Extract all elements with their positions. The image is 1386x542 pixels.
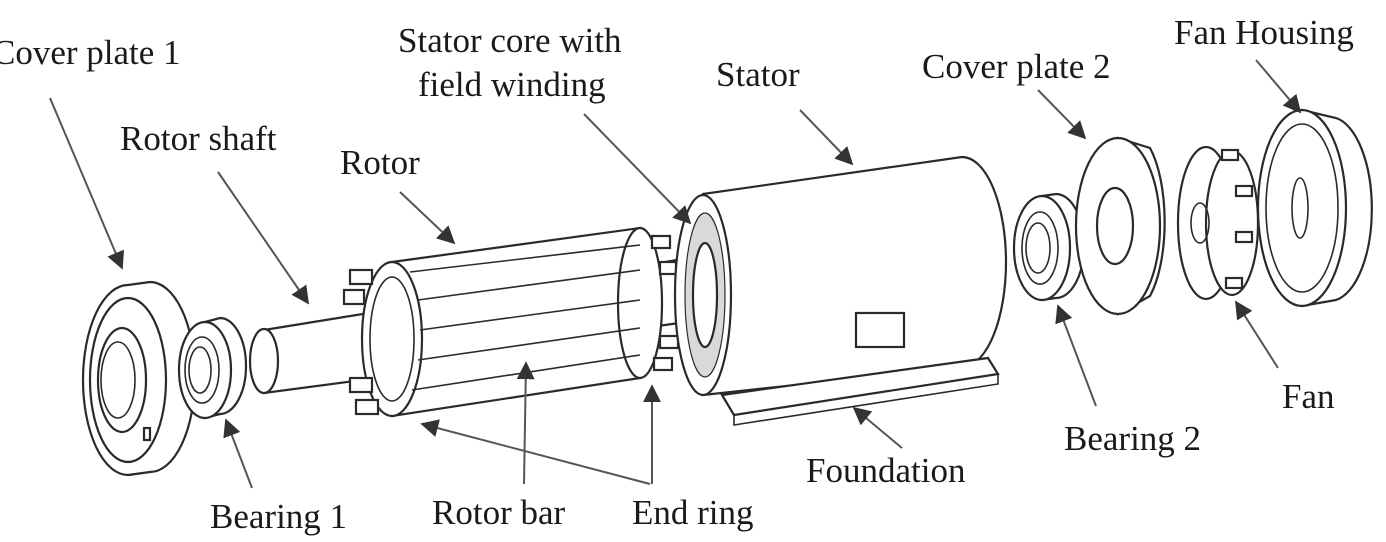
- label-stator-core-line2: field winding: [418, 65, 606, 104]
- leader-foundation: [852, 406, 903, 449]
- leader-rotor: [399, 191, 456, 245]
- label-cover-plate-1: Cover plate 1: [0, 33, 181, 72]
- label-cover-plate-2: Cover plate 2: [922, 47, 1111, 86]
- leader-bearing-2: [1055, 304, 1097, 407]
- leader-stator-core: [583, 113, 692, 225]
- leader-cover-plate-2: [1037, 89, 1087, 140]
- rotor-part: [342, 226, 680, 418]
- leader-end-ring-1: [420, 419, 651, 485]
- label-rotor-bar: Rotor bar: [432, 493, 566, 532]
- label-bearing-2: Bearing 2: [1064, 419, 1201, 458]
- label-foundation: Foundation: [806, 451, 965, 490]
- leader-lines: [49, 59, 1302, 489]
- labels: Cover plate 1 Rotor shaft Rotor Stator c…: [0, 13, 1354, 536]
- label-rotor-shaft: Rotor shaft: [120, 119, 277, 158]
- leader-bearing-1: [223, 418, 253, 489]
- leader-fan-housing: [1255, 59, 1302, 114]
- cover-plate-1-part: [81, 280, 197, 477]
- leader-rotor-bar: [516, 361, 535, 485]
- leader-fan: [1235, 300, 1279, 369]
- label-stator-core-line1: Stator core with: [398, 21, 622, 60]
- stator-part: [673, 155, 1008, 426]
- bearing-1-part: [177, 316, 248, 420]
- label-stator: Stator: [716, 55, 800, 94]
- leader-stator: [799, 109, 854, 166]
- leader-cover-plate-1: [49, 97, 124, 270]
- label-fan-housing: Fan Housing: [1174, 13, 1354, 52]
- label-end-ring: End ring: [632, 493, 754, 532]
- bearing-2-part: [1012, 192, 1086, 302]
- label-fan: Fan: [1282, 377, 1335, 416]
- label-rotor: Rotor: [340, 143, 420, 182]
- leader-rotor-shaft: [217, 171, 310, 305]
- cover-plate-2-part: [1074, 136, 1166, 316]
- label-bearing-1: Bearing 1: [210, 497, 347, 536]
- fan-part: [1176, 145, 1260, 301]
- fan-housing-part: [1256, 108, 1373, 308]
